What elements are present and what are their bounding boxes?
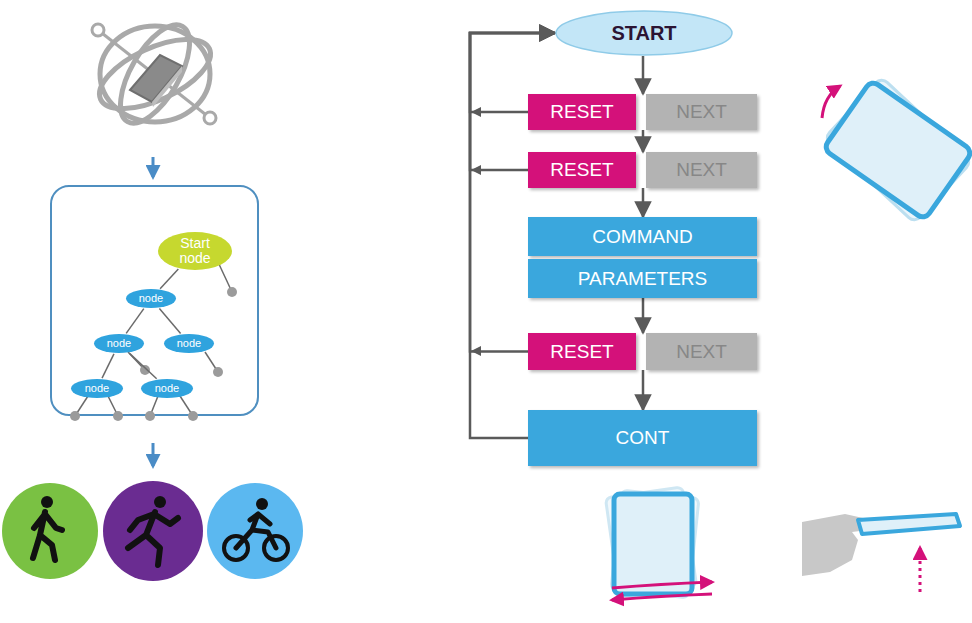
start-terminal: START bbox=[555, 10, 733, 56]
reset-box: RESET bbox=[528, 152, 636, 188]
parameters-box: PARAMETERS bbox=[528, 259, 757, 298]
node-label: node bbox=[177, 338, 201, 350]
reset-box: RESET bbox=[528, 333, 636, 370]
start-node: Start node bbox=[157, 231, 233, 271]
running-icon bbox=[103, 481, 203, 581]
tree-leaf-lines bbox=[75, 262, 232, 416]
flow-arrow bbox=[152, 157, 155, 177]
node-label: Start node bbox=[170, 236, 220, 265]
node-label: CONT bbox=[616, 428, 670, 448]
tree-branch bbox=[129, 353, 156, 379]
flow-connector bbox=[642, 298, 645, 333]
cycling-icon bbox=[207, 483, 303, 579]
node-label: NEXT bbox=[676, 342, 727, 362]
loop-arrowheads bbox=[471, 107, 481, 356]
node-label: NEXT bbox=[676, 160, 727, 180]
node-label: node bbox=[155, 383, 179, 395]
tree-node: node bbox=[70, 378, 124, 399]
tree-node: node bbox=[93, 333, 145, 354]
shake-tablet bbox=[605, 487, 712, 600]
gyroscope-icon bbox=[90, 14, 221, 133]
flow-connector bbox=[642, 188, 645, 217]
node-label: RESET bbox=[550, 102, 613, 122]
tree-frame bbox=[51, 186, 258, 415]
flow-connector bbox=[642, 130, 645, 152]
flow-connector bbox=[470, 33, 555, 352]
next-box: NEXT bbox=[646, 333, 757, 370]
tilt-tablet bbox=[814, 70, 972, 229]
tree-branch bbox=[126, 309, 144, 334]
cont-box: CONT bbox=[528, 410, 757, 466]
node-label: RESET bbox=[550, 160, 613, 180]
tree-node: node bbox=[163, 333, 215, 354]
next-box: NEXT bbox=[646, 94, 757, 130]
flow-connector bbox=[642, 56, 645, 94]
reset-box: RESET bbox=[528, 94, 636, 130]
node-label: node bbox=[139, 293, 163, 305]
node-label: node bbox=[85, 383, 109, 395]
tree-node: node bbox=[125, 288, 177, 309]
flow-connector bbox=[642, 370, 645, 410]
tap-tablet bbox=[802, 514, 960, 592]
next-box: NEXT bbox=[646, 152, 757, 188]
tree-branch bbox=[160, 269, 178, 289]
tree-branch bbox=[159, 308, 180, 333]
flow-arrow bbox=[152, 443, 155, 466]
walking-icon bbox=[2, 483, 98, 579]
tree-node: node bbox=[140, 378, 194, 399]
command-box: COMMAND bbox=[528, 217, 757, 256]
tree-branch bbox=[102, 354, 114, 378]
tree-leaves bbox=[70, 287, 237, 421]
node-label: COMMAND bbox=[592, 227, 692, 247]
node-label: START bbox=[611, 23, 676, 44]
node-label: node bbox=[107, 338, 131, 350]
node-label: PARAMETERS bbox=[578, 269, 708, 289]
node-label: NEXT bbox=[676, 102, 727, 122]
node-label: RESET bbox=[550, 342, 613, 362]
